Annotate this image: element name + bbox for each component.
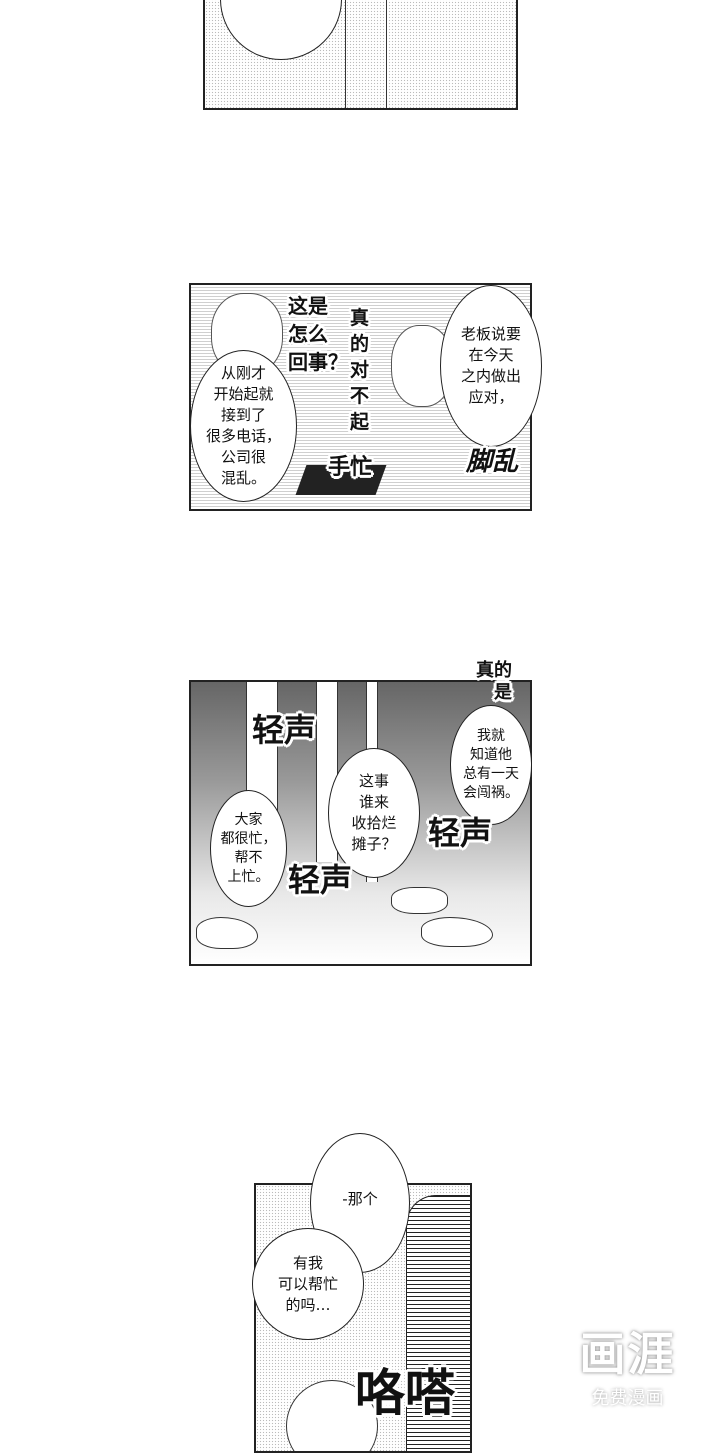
speech-bubble-right: 老板说要 在今天 之内做出 应对， [440,285,542,447]
shout-what-happened: 这是 怎么 回事？ [288,294,348,374]
speech-bubble-left: 大家 都很忙， 帮不 上忙。 [210,790,287,907]
shoe [391,887,448,914]
speech-bubble-left: 从刚才 开始起就 接到了 很多电话， 公司很 混乱。 [190,350,297,502]
watermark-logo-text: 画涯 [579,1327,676,1381]
sfx-whisper: 轻声 [428,814,493,852]
panel-1 [203,0,518,110]
character-body [345,0,387,108]
character-back [406,1195,470,1451]
sfx-clatter: 咯嗒 [355,1364,455,1422]
apology-text: 真 的 对 不 起 [350,307,370,433]
sfx-hands-busy: 手忙 [328,455,373,480]
shoe [421,917,493,947]
watermark-tagline: 免费漫画 [591,1388,664,1409]
character-outline [220,0,342,60]
speech-bubble-middle: 这事 谁来 收拾烂 摊子？ [328,748,420,878]
character-head [286,1380,378,1451]
sfx-whisper: 轻声 [288,861,353,899]
sfx-feet-busy: 脚乱 [466,447,519,477]
shoe [196,917,258,949]
sfx-whisper: 轻声 [252,711,317,749]
watermark-logo: 画涯 免费漫画 [565,1318,690,1410]
speech-bubble-right: 我就 知道他 总有一天 会闯祸。 [450,705,532,825]
speech-bubble-main: 有我 可以帮忙 的吗… [252,1228,364,1340]
really-text: 真的 是 [476,660,512,703]
